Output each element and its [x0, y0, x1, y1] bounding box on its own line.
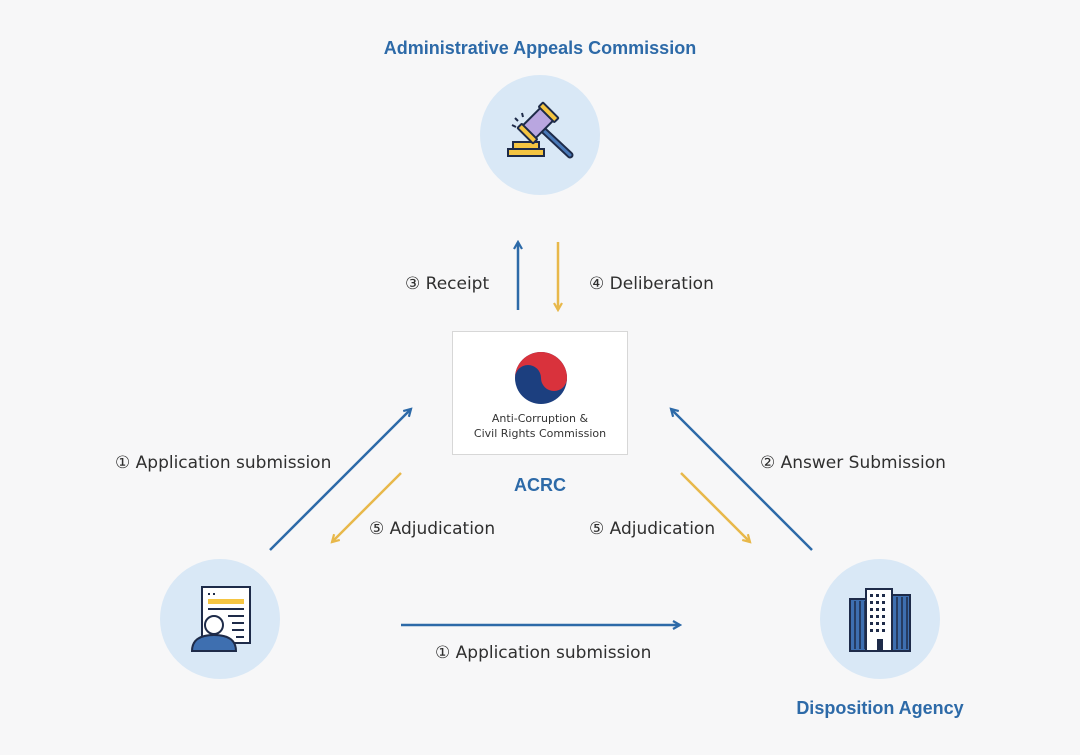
label-application-bottom: ① Application submission: [435, 643, 652, 663]
agency-node: [820, 559, 940, 679]
label-adjudication-right: ⑤ Adjudication: [589, 519, 716, 539]
arrow-adjudication-right: [680, 472, 750, 542]
logo-line-1: Anti-Corruption &: [491, 412, 589, 425]
label-answer: ② Answer Submission: [760, 453, 946, 473]
applicant-node: [160, 559, 280, 679]
acrc-title: ACRC: [514, 475, 566, 495]
arrow-adjudication-left: [332, 472, 402, 542]
arrow-application-left: [269, 409, 411, 551]
label-deliberation: ④ Deliberation: [589, 274, 714, 294]
acrc-logo: Anti-Corruption & Civil Rights Commissio…: [452, 331, 628, 455]
gavel-icon: [507, 101, 574, 159]
agency-title: Disposition Agency: [796, 698, 964, 718]
office-building-icon: [849, 588, 911, 652]
label-adjudication-left: ⑤ Adjudication: [369, 519, 496, 539]
label-application-left: ① Application submission: [115, 453, 332, 473]
arrow-answer: [671, 409, 813, 551]
applicant-document-icon: [190, 586, 251, 652]
commission-node: [480, 75, 600, 195]
logo-line-2: Civil Rights Commission: [473, 427, 607, 440]
taegeuk-logo-icon: [515, 352, 567, 404]
label-receipt: ③ Receipt: [405, 274, 490, 294]
commission-title: Administrative Appeals Commission: [383, 38, 697, 58]
